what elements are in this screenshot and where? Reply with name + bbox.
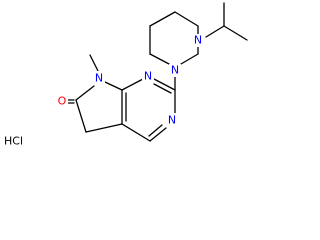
bond-ch-me2 <box>223 25 248 41</box>
chemical-structure: N N N N N O HCl <box>4 2 248 148</box>
bond-n7-methyl <box>89 54 100 74</box>
bond-n7-c6 <box>75 85 95 101</box>
atom-n3-label: N <box>168 114 176 127</box>
atom-npip4-label: N <box>194 34 202 47</box>
atom-n7-label: N <box>95 72 103 85</box>
bond-n3-c4 <box>149 127 167 142</box>
bond-c4-c4a <box>121 123 151 142</box>
atom-n1-label: N <box>144 70 152 83</box>
bond-c6-c5 <box>75 99 87 133</box>
bond-n3-c4-inner <box>148 124 163 137</box>
atom-o-label: O <box>58 95 67 108</box>
bond-npip4-ch <box>205 25 225 38</box>
salt-hcl-label: HCl <box>4 135 23 148</box>
bond-pip-c <box>149 11 176 27</box>
bond-n7-c7a <box>104 81 123 91</box>
bond-pip-d <box>174 11 199 27</box>
bonds <box>65 2 248 142</box>
bond-pip-a <box>149 53 170 65</box>
atom-labels: N N N N N O HCl <box>4 34 204 148</box>
bond-pip-f <box>180 53 199 65</box>
bond-c7a-n1 <box>121 78 144 91</box>
atom-npip1-label: N <box>171 64 179 77</box>
bond-n1-c2 <box>153 78 176 91</box>
bond-c5-c4a <box>85 123 123 133</box>
bond-n1-c2-inner <box>153 83 172 94</box>
